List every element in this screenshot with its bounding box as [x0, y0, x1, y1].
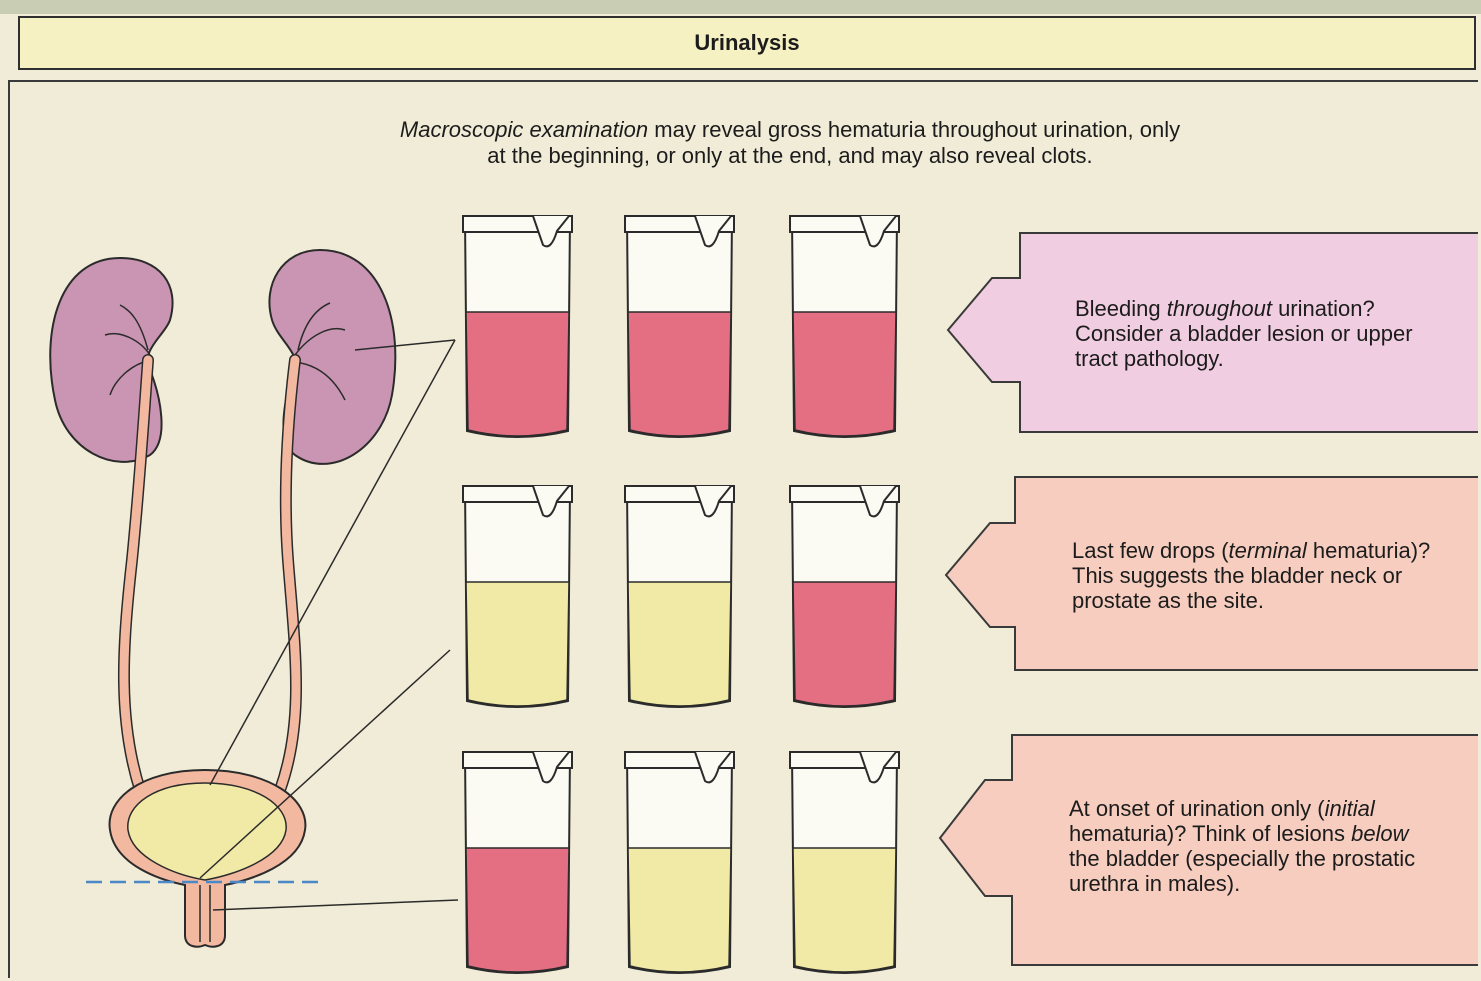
beaker-r2-c1: [463, 486, 572, 707]
beaker-r1-c2: [625, 216, 734, 437]
bladder: [110, 770, 306, 947]
beaker-grid: [463, 216, 899, 973]
clear-urine: [793, 848, 896, 972]
callout-2-pre: Last few drops (: [1072, 538, 1229, 563]
callout-1-post: urination?: [1272, 296, 1375, 321]
callout-3-line2: hematuria)? Think of lesions: [1069, 821, 1351, 846]
callout-3-line3: the bladder (especially the prostatic: [1069, 846, 1415, 871]
beaker-r3-c1: [463, 752, 572, 973]
callout-2-post: hematuria)?: [1307, 538, 1431, 563]
beaker-r3-c2: [625, 752, 734, 973]
callout-text-2: Last few drops (terminal hematuria)? Thi…: [1072, 538, 1430, 613]
callout-1-line3: tract pathology.: [1075, 346, 1224, 371]
beaker-r2-c3: [790, 486, 899, 707]
bloody-urine: [793, 582, 896, 706]
clear-urine: [628, 848, 731, 972]
callout-text-3: At onset of urination only (initial hema…: [1069, 796, 1415, 896]
bloody-urine: [628, 312, 731, 436]
bloody-urine: [466, 848, 569, 972]
bloody-urine: [793, 312, 896, 436]
beaker-r1-c1: [463, 216, 572, 437]
clear-urine: [628, 582, 731, 706]
callout-3-line2-italic: below: [1351, 821, 1408, 846]
callout-2-line3: prostate as the site.: [1072, 588, 1264, 613]
callout-3-pre: At onset of urination only (: [1069, 796, 1325, 821]
beaker-r3-c3: [790, 752, 899, 973]
callout-3-italic: initial: [1325, 796, 1375, 821]
beaker-r2-c2: [625, 486, 734, 707]
callout-3-line4: urethra in males).: [1069, 871, 1240, 896]
callout-text-1: Bleeding throughout urination? Consider …: [1075, 296, 1413, 371]
beaker-r1-c3: [790, 216, 899, 437]
callout-1-pre: Bleeding: [1075, 296, 1167, 321]
callout-2-line2: This suggests the bladder neck or: [1072, 563, 1402, 588]
left-kidney: [50, 258, 172, 462]
callout-1-line2: Consider a bladder lesion or upper: [1075, 321, 1413, 346]
bloody-urine: [466, 312, 569, 436]
callout-2-italic: terminal: [1229, 538, 1307, 563]
clear-urine: [466, 582, 569, 706]
callout-1-italic: throughout: [1167, 296, 1272, 321]
